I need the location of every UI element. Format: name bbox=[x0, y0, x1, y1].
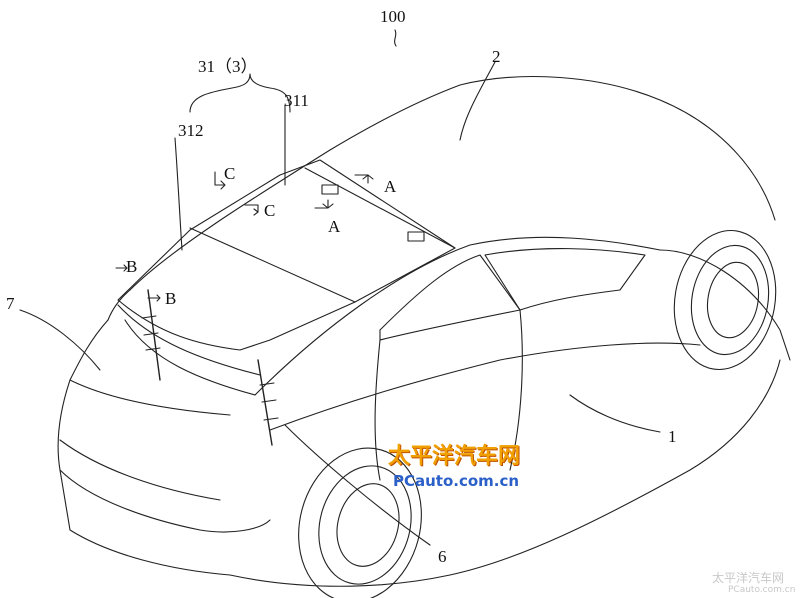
side-beltline bbox=[269, 342, 701, 431]
section-a-top-label: A bbox=[384, 177, 397, 196]
watermark-corner-cn: 太平洋汽车网 bbox=[712, 571, 785, 585]
ref-front-glass-label: 311 bbox=[284, 91, 309, 110]
rear-window-top bbox=[117, 304, 261, 376]
rear-window-bottom bbox=[124, 319, 256, 396]
section-a-bottom-label: A bbox=[328, 217, 341, 236]
leader-312 bbox=[174, 137, 183, 251]
arrow-c-top bbox=[214, 171, 226, 190]
roof-rear-edge bbox=[107, 289, 131, 321]
tail-panel bbox=[59, 469, 231, 576]
leader-100 bbox=[394, 29, 397, 47]
watermark-brand-cn: 太平洋汽车网 bbox=[388, 444, 521, 469]
ref-body-label: 1 bbox=[668, 427, 677, 446]
front-wheel-inner bbox=[690, 244, 770, 356]
trunk-lower bbox=[59, 469, 271, 533]
watermark-corner-url: PCauto.com.cn bbox=[728, 585, 796, 595]
right-pillar-bracket bbox=[259, 382, 279, 421]
ref-tail-label: 7 bbox=[6, 294, 15, 313]
arrow-c-bottom bbox=[244, 204, 259, 216]
arrow-a-bottom bbox=[314, 199, 334, 209]
ref-door-label: 6 bbox=[438, 547, 447, 566]
arrow-a-top bbox=[354, 174, 374, 184]
right-pillar bbox=[257, 359, 273, 446]
trunk-lid bbox=[57, 319, 109, 471]
rear-wheel-outer bbox=[298, 447, 422, 598]
arrow-b-bottom bbox=[147, 294, 161, 302]
rear-deck bbox=[69, 379, 231, 416]
section-b-top-label: B bbox=[126, 257, 138, 276]
glass-divider bbox=[189, 227, 356, 303]
side-roofline bbox=[254, 236, 661, 396]
clamp-1 bbox=[321, 184, 339, 195]
body-lower bbox=[229, 359, 781, 587]
watermark-brand-url: PCauto.com.cn bbox=[393, 472, 520, 490]
left-pillar bbox=[147, 289, 161, 381]
side-window bbox=[379, 254, 521, 341]
front-wheel-hub bbox=[706, 261, 760, 339]
ref-glass-group-label: 31（3） bbox=[198, 57, 258, 76]
leader-6 bbox=[284, 424, 431, 546]
roof-outline bbox=[129, 76, 776, 291]
rear-wheel-hub bbox=[336, 483, 400, 567]
door-front bbox=[374, 339, 381, 481]
glass-roof-outline bbox=[117, 159, 456, 351]
section-c-bottom-label: C bbox=[264, 201, 276, 220]
left-pillar-bracket bbox=[141, 315, 161, 351]
door-line bbox=[509, 309, 523, 471]
section-b-bottom-label: B bbox=[165, 289, 177, 308]
front-wheel-outer bbox=[673, 229, 777, 371]
clamp-2 bbox=[407, 231, 425, 242]
arrow-b-top bbox=[115, 264, 128, 272]
rear-bumper bbox=[59, 439, 221, 501]
leader-1 bbox=[569, 394, 661, 433]
ref-rear-glass-label: 312 bbox=[178, 121, 204, 140]
leader-2 bbox=[459, 61, 496, 141]
front-fender bbox=[659, 249, 791, 361]
side-window-2 bbox=[484, 248, 646, 311]
rear-wheel-inner bbox=[318, 465, 412, 585]
glass-divider-2 bbox=[304, 167, 456, 249]
section-c-top-label: C bbox=[224, 164, 236, 183]
ref-roof-label: 2 bbox=[492, 47, 501, 66]
ref-main-label: 100 bbox=[380, 7, 406, 26]
leader-31-bracket bbox=[189, 73, 291, 113]
leader-7 bbox=[19, 309, 101, 371]
